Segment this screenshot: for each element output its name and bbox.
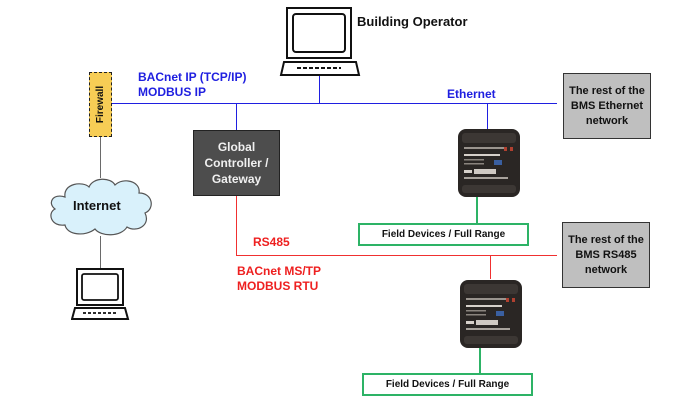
ip-protocols-label: BACnet IP (TCP/IP) MODBUS IP xyxy=(138,70,246,100)
firewall-internet-line xyxy=(100,136,101,178)
field-devices-box-2: Field Devices / Full Range xyxy=(362,373,533,396)
rs485-bus xyxy=(236,255,557,256)
device2-field-line xyxy=(479,348,481,374)
operator-computer-icon xyxy=(279,7,361,76)
serial-protocols-label: BACnet MS/TP MODBUS RTU xyxy=(237,264,321,294)
protocol-bacnet-ip: BACnet IP (TCP/IP) xyxy=(138,70,247,84)
firewall-box: Firewall xyxy=(89,72,112,137)
rest-ethernet-line-2: BMS Ethernet xyxy=(570,99,644,112)
device2-drop-line xyxy=(490,255,491,279)
building-operator-label: Building Operator xyxy=(357,14,468,29)
protocol-modbus-ip: MODBUS IP xyxy=(138,85,207,99)
gateway-drop-line xyxy=(236,103,237,130)
rest-rs485-line-1: The rest of the xyxy=(568,233,644,246)
field-controller-device-icon xyxy=(458,129,520,197)
gateway-line-3: Gateway xyxy=(211,172,262,186)
field-devices-box-1: Field Devices / Full Range xyxy=(358,223,529,246)
operator-drop-line xyxy=(319,75,320,103)
ethernet-label: Ethernet xyxy=(447,87,496,101)
internet-label: Internet xyxy=(73,198,121,213)
device1-drop-line xyxy=(487,103,488,129)
gateway-line-1: Global xyxy=(217,140,256,154)
rest-ethernet-line-3: network xyxy=(585,114,629,127)
ethernet-backbone xyxy=(112,103,557,104)
protocol-modbus-rtu: MODBUS RTU xyxy=(237,279,319,293)
firewall-label: Firewall xyxy=(95,85,106,124)
device1-field-line xyxy=(476,197,478,223)
remote-computer-icon xyxy=(71,268,130,320)
field-controller-device-icon xyxy=(460,280,522,348)
rest-ethernet-line-1: The rest of the xyxy=(569,84,645,97)
rs485-drop-line xyxy=(236,195,237,255)
rest-bms-ethernet-box: The rest of the BMS Ethernet network xyxy=(563,73,651,139)
rs485-label: RS485 xyxy=(253,235,290,249)
rest-bms-rs485-box: The rest of the BMS RS485 network xyxy=(562,222,650,288)
protocol-bacnet-mstp: BACnet MS/TP xyxy=(237,264,321,278)
internet-cloud-icon xyxy=(50,178,152,236)
internet-laptop-line xyxy=(100,236,101,268)
rest-rs485-line-2: BMS RS485 xyxy=(575,248,637,261)
rest-rs485-line-3: network xyxy=(584,263,628,276)
gateway-line-2: Controller / xyxy=(204,156,269,170)
global-controller-gateway: Global Controller / Gateway xyxy=(193,130,280,196)
